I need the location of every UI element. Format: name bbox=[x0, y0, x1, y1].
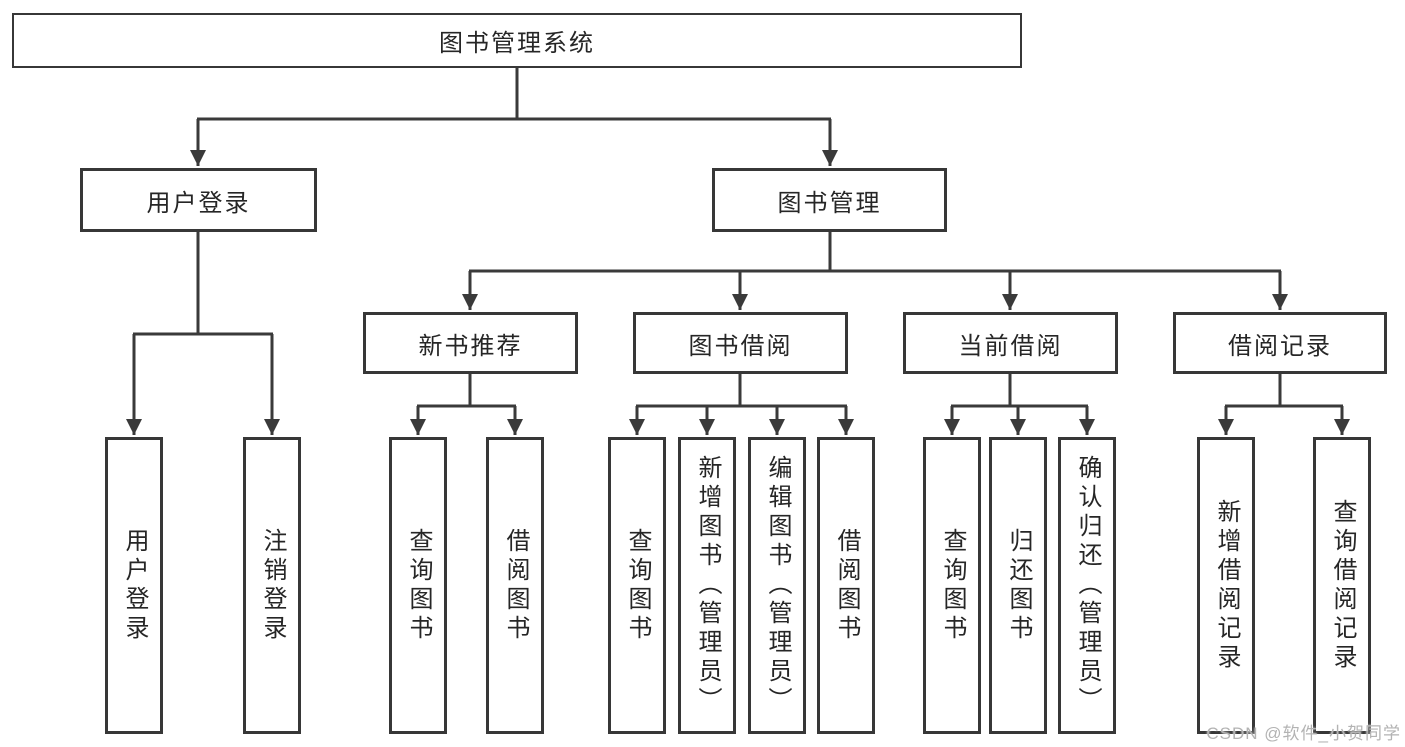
node-new-book-recommend: 新书推荐 bbox=[363, 312, 578, 374]
node-leaf-query-borrow-record: 查询借阅记录 bbox=[1313, 437, 1371, 734]
csdn-watermark: CSDN @软件_小贺同学 bbox=[1206, 724, 1401, 743]
node-leaf-return-books: 归还图书 bbox=[989, 437, 1047, 734]
node-borrowing-records: 借阅记录 bbox=[1173, 312, 1387, 374]
node-leaf-logout: 注销登录 bbox=[243, 437, 301, 734]
node-user-login: 用户登录 bbox=[80, 168, 317, 232]
node-leaf-confirm-return-admin: 确认归还（管理员） bbox=[1058, 437, 1116, 734]
node-leaf-borrow-books-2: 借阅图书 bbox=[817, 437, 875, 734]
node-leaf-edit-books-admin: 编辑图书（管理员） bbox=[748, 437, 806, 734]
node-current-borrowing: 当前借阅 bbox=[903, 312, 1118, 374]
node-leaf-borrow-books-1: 借阅图书 bbox=[486, 437, 544, 734]
connector-skeleton bbox=[133, 66, 1343, 408]
node-book-management: 图书管理 bbox=[712, 168, 947, 232]
node-book-borrowing: 图书借阅 bbox=[633, 312, 848, 374]
node-leaf-add-borrow-record: 新增借阅记录 bbox=[1197, 437, 1255, 734]
node-leaf-add-books-admin: 新增图书（管理员） bbox=[678, 437, 736, 734]
node-leaf-query-books-1: 查询图书 bbox=[389, 437, 447, 734]
node-leaf-user-login: 用户登录 bbox=[105, 437, 163, 734]
node-library-system: 图书管理系统 bbox=[12, 13, 1022, 68]
node-leaf-query-books-3: 查询图书 bbox=[923, 437, 981, 734]
node-leaf-query-books-2: 查询图书 bbox=[608, 437, 666, 734]
